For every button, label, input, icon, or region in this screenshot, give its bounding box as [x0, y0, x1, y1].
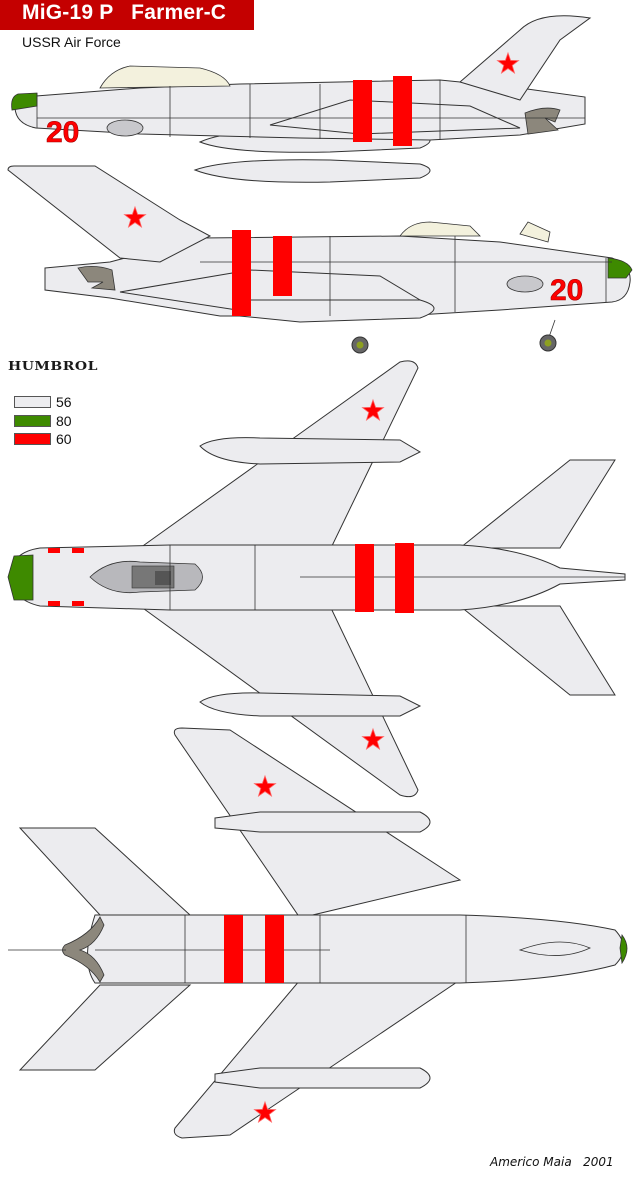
right-side-profile: 20	[7, 159, 633, 354]
legend-item: 80	[14, 412, 72, 429]
legend-code: 80	[56, 412, 72, 429]
page-subtitle: USSR Air Force	[22, 34, 121, 50]
paint-legend: HUMBROL 56 80 60	[8, 360, 98, 447]
title-banner: MiG-19 P Farmer-C	[0, 0, 254, 30]
tactical-number-left: 20	[46, 116, 79, 149]
legend-item: 56	[14, 393, 72, 410]
swatch-60	[14, 432, 51, 445]
bottom-plan-view	[8, 727, 628, 1139]
swatch-80	[14, 414, 51, 427]
legend-brand: HUMBROL	[8, 360, 98, 374]
author-credit: Americo Maia 2001	[490, 1155, 614, 1169]
legend-code: 60	[56, 430, 72, 447]
legend-item: 60	[14, 430, 72, 447]
page-title: MiG-19 P Farmer-C	[22, 1, 227, 24]
tactical-number-right: 20	[550, 274, 583, 307]
swatch-56	[14, 395, 51, 408]
legend-code: 56	[56, 393, 72, 410]
top-plan-view	[7, 360, 626, 798]
left-side-profile: 20	[11, 15, 592, 153]
